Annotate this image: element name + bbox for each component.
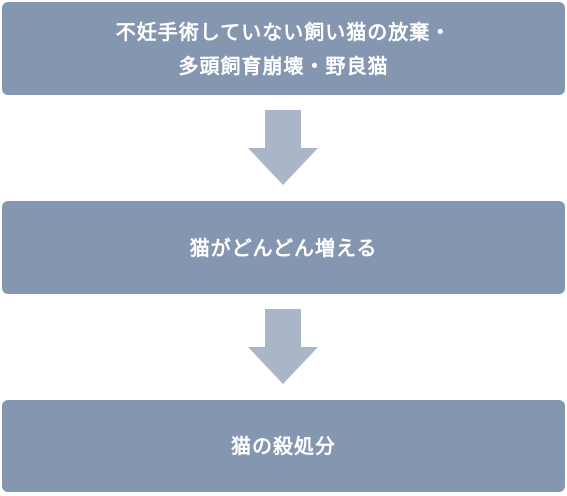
down-arrow-icon — [248, 110, 318, 185]
flow-step-euthanasia-text: 猫の殺処分 — [231, 434, 336, 458]
down-arrow-icon — [248, 309, 318, 384]
flow-step-cause-text: 不妊手術していない飼い猫の放棄・ 多頭飼育崩壊・野良猫 — [116, 15, 451, 83]
flow-step-cause-line1: 不妊手術していない飼い猫の放棄・ — [115, 19, 452, 44]
flow-step-euthanasia: 猫の殺処分 — [2, 400, 565, 492]
flow-step-increase: 猫がどんどん増える — [2, 201, 565, 294]
flow-step-increase-text: 猫がどんどん増える — [189, 235, 378, 260]
flow-step-cause: 不妊手術していない飼い猫の放棄・ 多頭飼育崩壊・野良猫 — [2, 2, 565, 95]
flow-step-cause-line2: 多頭飼育崩壊・野良猫 — [178, 53, 389, 78]
